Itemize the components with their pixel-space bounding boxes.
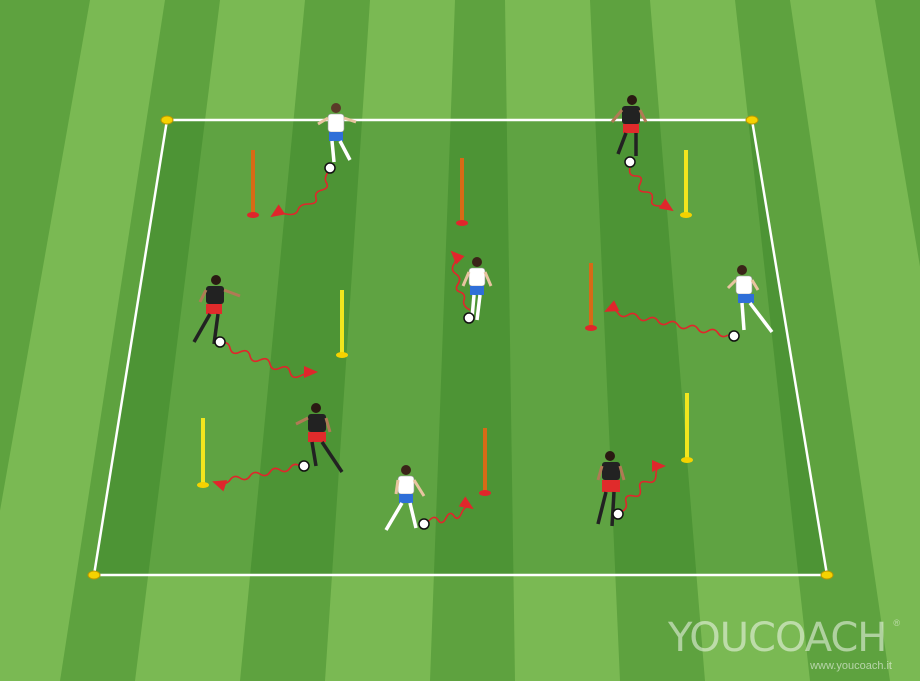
registered-mark: ®	[893, 618, 900, 628]
corner-cone-icon	[821, 571, 833, 579]
ball-icon	[215, 337, 225, 347]
ball-icon	[299, 461, 309, 471]
ball-icon	[464, 313, 474, 323]
ball-icon	[419, 519, 429, 529]
ball-icon	[625, 157, 635, 167]
youcoach-logo: YOUCOACH ® www.youcoach.it	[668, 618, 912, 678]
logo-website: www.youcoach.it	[810, 660, 892, 672]
corner-cone-icon	[88, 571, 100, 579]
corner-cone-icon	[746, 116, 758, 124]
ball-icon	[613, 509, 623, 519]
corner-cone-icon	[161, 116, 173, 124]
ball-icon	[325, 163, 335, 173]
logo-text: YOUCOACH	[668, 618, 886, 658]
ball-icon	[729, 331, 739, 341]
